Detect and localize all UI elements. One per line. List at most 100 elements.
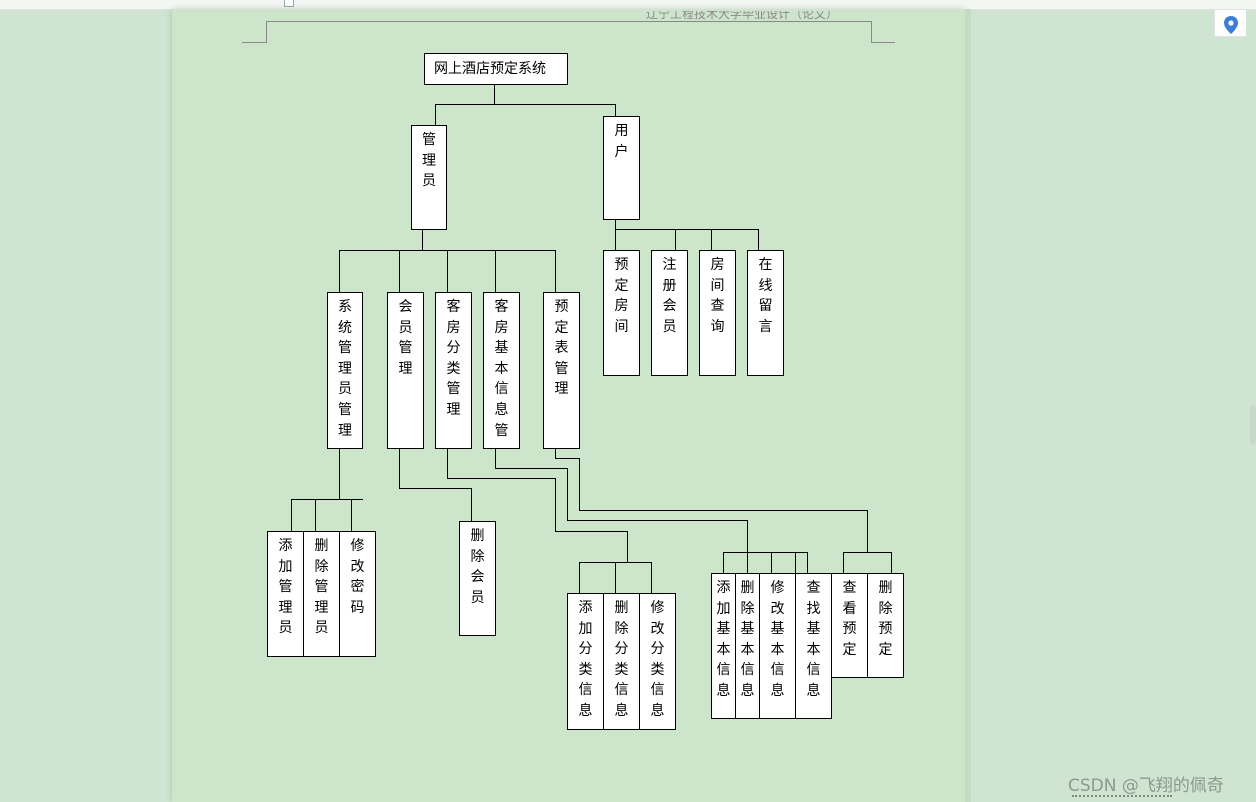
scrollbar-thumb[interactable] bbox=[1250, 405, 1256, 445]
connector-line bbox=[447, 478, 555, 479]
sys-admin-action-node: 修改密码 bbox=[339, 531, 376, 657]
connector-line bbox=[711, 229, 712, 250]
admin-module-node: 客房分类管理 bbox=[435, 292, 472, 449]
room-info-action-node: 删除基本信息 bbox=[735, 573, 760, 719]
connector-line bbox=[555, 448, 556, 459]
connector-line bbox=[494, 84, 495, 105]
connector-line bbox=[627, 531, 628, 563]
page-edge bbox=[965, 9, 971, 802]
user-label: 用户 bbox=[614, 123, 629, 160]
connector-line bbox=[291, 499, 363, 500]
user-module-node: 预定房间 bbox=[603, 250, 640, 376]
action-label: 删除管理员 bbox=[314, 538, 329, 637]
admin-module-node: 系统管理员管理 bbox=[327, 292, 363, 449]
user-module-label: 房间查询 bbox=[710, 257, 725, 335]
connector-line bbox=[579, 458, 580, 511]
connector-line bbox=[795, 552, 796, 573]
header-rule-right bbox=[871, 21, 872, 42]
root-node: 网上酒店预定系统 bbox=[424, 53, 568, 85]
user-module-label: 预定房间 bbox=[614, 257, 629, 335]
member-action-node: 删除会员 bbox=[459, 521, 496, 636]
room-info-action-node: 查找基本信息 bbox=[795, 573, 832, 719]
connector-line bbox=[471, 488, 472, 521]
connector-line bbox=[399, 448, 400, 489]
action-label: 修改分类信息 bbox=[650, 600, 665, 719]
connector-line bbox=[615, 104, 616, 116]
connector-line bbox=[315, 499, 316, 531]
admin-module-label: 会员管理 bbox=[398, 299, 413, 377]
bottom-scribble bbox=[1072, 795, 1172, 800]
connector-line bbox=[747, 520, 748, 552]
user-module-node: 在线留言 bbox=[747, 250, 784, 376]
user-module-node: 房间查询 bbox=[699, 250, 736, 376]
connector-line bbox=[351, 499, 352, 531]
connector-line bbox=[771, 552, 772, 573]
connector-line bbox=[422, 229, 423, 250]
connector-line bbox=[447, 250, 448, 292]
connector-line bbox=[555, 478, 556, 531]
root-label: 网上酒店预定系统 bbox=[434, 61, 546, 77]
room-info-action-node: 添加基本信息 bbox=[711, 573, 736, 719]
connector-line bbox=[435, 104, 616, 105]
connector-line bbox=[567, 520, 747, 521]
action-label: 查找基本信息 bbox=[806, 580, 821, 699]
admin-module-label: 客房基本信息管 bbox=[494, 299, 509, 439]
page-header: 辽宁工程技术大学毕业设计（论文） bbox=[602, 11, 882, 27]
action-label: 修改基本信息 bbox=[770, 580, 785, 699]
action-label: 查看预定 bbox=[842, 580, 857, 658]
connector-line bbox=[723, 552, 724, 573]
connector-line bbox=[495, 448, 496, 469]
category-action-node: 删除分类信息 bbox=[603, 593, 640, 730]
admin-module-label: 预定表管理 bbox=[554, 299, 569, 398]
connector-line bbox=[399, 488, 471, 489]
room-info-action-node: 修改基本信息 bbox=[759, 573, 796, 719]
page-header-text: 辽宁工程技术大学毕业设计（论文） bbox=[645, 11, 838, 21]
admin-node: 管理员 bbox=[411, 125, 447, 230]
admin-module-label: 系统管理员管理 bbox=[338, 299, 352, 439]
connector-line bbox=[758, 229, 759, 250]
action-label: 添加分类信息 bbox=[578, 600, 593, 719]
action-label: 删除基本信息 bbox=[740, 580, 755, 699]
connector-line bbox=[615, 219, 616, 250]
user-module-label: 在线留言 bbox=[758, 257, 773, 335]
watermark: CSDN @飞翔的佩奇 bbox=[1068, 776, 1224, 796]
action-label: 修改密码 bbox=[350, 538, 365, 616]
connector-line bbox=[843, 552, 844, 573]
action-label: 删除分类信息 bbox=[614, 600, 629, 719]
connector-line bbox=[339, 250, 340, 292]
action-label: 删除会员 bbox=[470, 528, 485, 606]
header-corner-left bbox=[242, 42, 267, 43]
connector-line bbox=[435, 104, 436, 125]
sys-admin-action-node: 删除管理员 bbox=[303, 531, 340, 657]
admin-module-label: 客房分类管理 bbox=[446, 299, 461, 418]
connector-line bbox=[555, 531, 627, 532]
category-action-node: 添加分类信息 bbox=[567, 593, 604, 730]
booking-action-node: 查看预定 bbox=[831, 573, 868, 678]
connector-line bbox=[747, 552, 748, 573]
location-pin-button[interactable] bbox=[1214, 9, 1246, 37]
header-rule bbox=[266, 21, 872, 22]
location-pin-icon bbox=[1224, 16, 1238, 34]
action-label: 删除预定 bbox=[878, 580, 893, 658]
document-icon bbox=[284, 0, 294, 7]
connector-line bbox=[339, 448, 340, 500]
connector-line bbox=[891, 552, 892, 573]
connector-line bbox=[555, 250, 556, 292]
header-rule-left bbox=[266, 21, 267, 42]
user-module-label: 注册会员 bbox=[662, 257, 677, 335]
user-node: 用户 bbox=[603, 116, 640, 220]
admin-module-node: 预定表管理 bbox=[543, 292, 580, 449]
connector-line bbox=[675, 229, 676, 250]
connector-line bbox=[495, 468, 567, 469]
admin-module-node: 会员管理 bbox=[387, 292, 424, 449]
connector-line bbox=[579, 510, 867, 511]
admin-module-node: 客房基本信息管 bbox=[483, 292, 520, 449]
booking-action-node: 删除预定 bbox=[867, 573, 904, 678]
connector-line bbox=[615, 229, 759, 230]
action-label: 添加管理员 bbox=[278, 538, 293, 637]
user-module-node: 注册会员 bbox=[651, 250, 688, 376]
connector-line bbox=[615, 562, 616, 593]
connector-line bbox=[651, 562, 652, 593]
connector-line bbox=[807, 552, 808, 573]
connector-line bbox=[447, 448, 448, 479]
